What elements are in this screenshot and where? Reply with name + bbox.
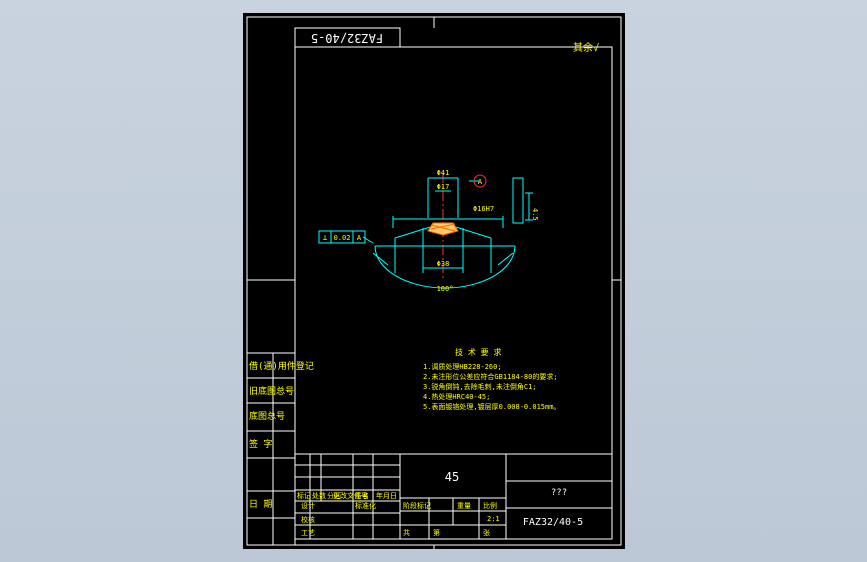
rotated-number-block: FAZ32/40-5 — [294, 27, 401, 48]
label-standard: 标准化 — [355, 501, 376, 510]
label-weight: 重量 — [457, 502, 471, 510]
drawing-number: FAZ32/40-5 — [523, 517, 583, 528]
label-sheet-no: 第 — [433, 528, 440, 537]
title-block-labels: 设计 标准化 校核 工艺 标记 处数 分区 更改文件号 签名 年月日 阶段标记 … — [297, 491, 500, 537]
material-text: 45 — [445, 470, 459, 484]
side-label: 日 期 — [249, 499, 272, 510]
company-text: ??? — [551, 488, 567, 498]
side-registration-table — [246, 352, 296, 546]
label-sign: 签名 — [355, 491, 369, 500]
scale-value: 2:1 — [487, 515, 500, 523]
tech-req-item: 3.锐角倒钝,去除毛刺,未注倒角C1; — [423, 382, 537, 391]
label-process: 工艺 — [301, 529, 315, 537]
label-mark: 标记 — [297, 491, 311, 500]
label-change-doc: 更改文件号 — [333, 491, 368, 500]
dim-angle: 100° — [437, 285, 454, 293]
dim-height: 4.5 — [531, 208, 539, 221]
dim-d38: Φ38 — [437, 260, 450, 268]
drawing-canvas: FAZ32/40-5 其余√ 借(通)用件 — [246, 16, 622, 549]
tech-req-item: 2.未注形位公差应符合GB1184-80的要求; — [423, 372, 558, 381]
drawing-sheet[interactable]: FAZ32/40-5 其余√ 借(通)用件 — [243, 13, 625, 549]
dim-d17: Φ17 — [437, 183, 450, 191]
tech-req-title: 技 术 要 求 — [455, 347, 501, 357]
tech-req-item: 5.表面镀铬处理,镀层厚0.008-0.015mm。 — [423, 402, 560, 411]
side-label: 旧底图总号 — [249, 385, 294, 397]
side-label: 签 字 — [249, 438, 272, 450]
title-block — [294, 453, 613, 540]
section-hatch — [427, 222, 459, 236]
dim-d16h7: Φ16H7 — [473, 205, 494, 213]
label-qty: 处数 — [312, 491, 326, 500]
label-design: 设计 — [301, 501, 315, 510]
outer-frame — [246, 16, 622, 546]
dim-d41: Φ41 — [437, 169, 450, 177]
tolerance-value: 0.02 — [334, 234, 351, 242]
datum-circle — [473, 174, 487, 188]
frame-ticks — [247, 17, 621, 549]
technical-requirements: 技 术 要 求 1.调质处理HB228-260;2.未注形位公差应符合GB118… — [423, 347, 560, 411]
label-sheets-total: 共 — [403, 528, 410, 537]
side-label: 底图总号 — [249, 410, 285, 422]
side-label: 借(通)用件登记 — [249, 360, 314, 372]
rotated-drawing-number: FAZ32/40-5 — [311, 31, 383, 45]
roughness-note: 其余√ — [573, 41, 599, 54]
dimension-lines — [362, 177, 533, 269]
label-page: 张 — [483, 528, 490, 537]
label-zone: 分区 — [327, 491, 341, 500]
label-check: 校核 — [301, 515, 315, 524]
datum-label: A — [478, 178, 483, 186]
tolerance-symbol: ⊥ — [323, 233, 328, 242]
tolerance-frame: ⊥ 0.02 A — [318, 230, 366, 244]
label-scale: 比例 — [483, 501, 497, 510]
label-date: 年月日 — [376, 491, 397, 500]
tolerance-datum: A — [357, 234, 362, 242]
tech-req-item: 1.调质处理HB228-260; — [423, 362, 502, 371]
tech-req-item: 4.热处理HRC40-45; — [423, 392, 490, 401]
label-stage: 阶段标记 — [403, 501, 431, 510]
